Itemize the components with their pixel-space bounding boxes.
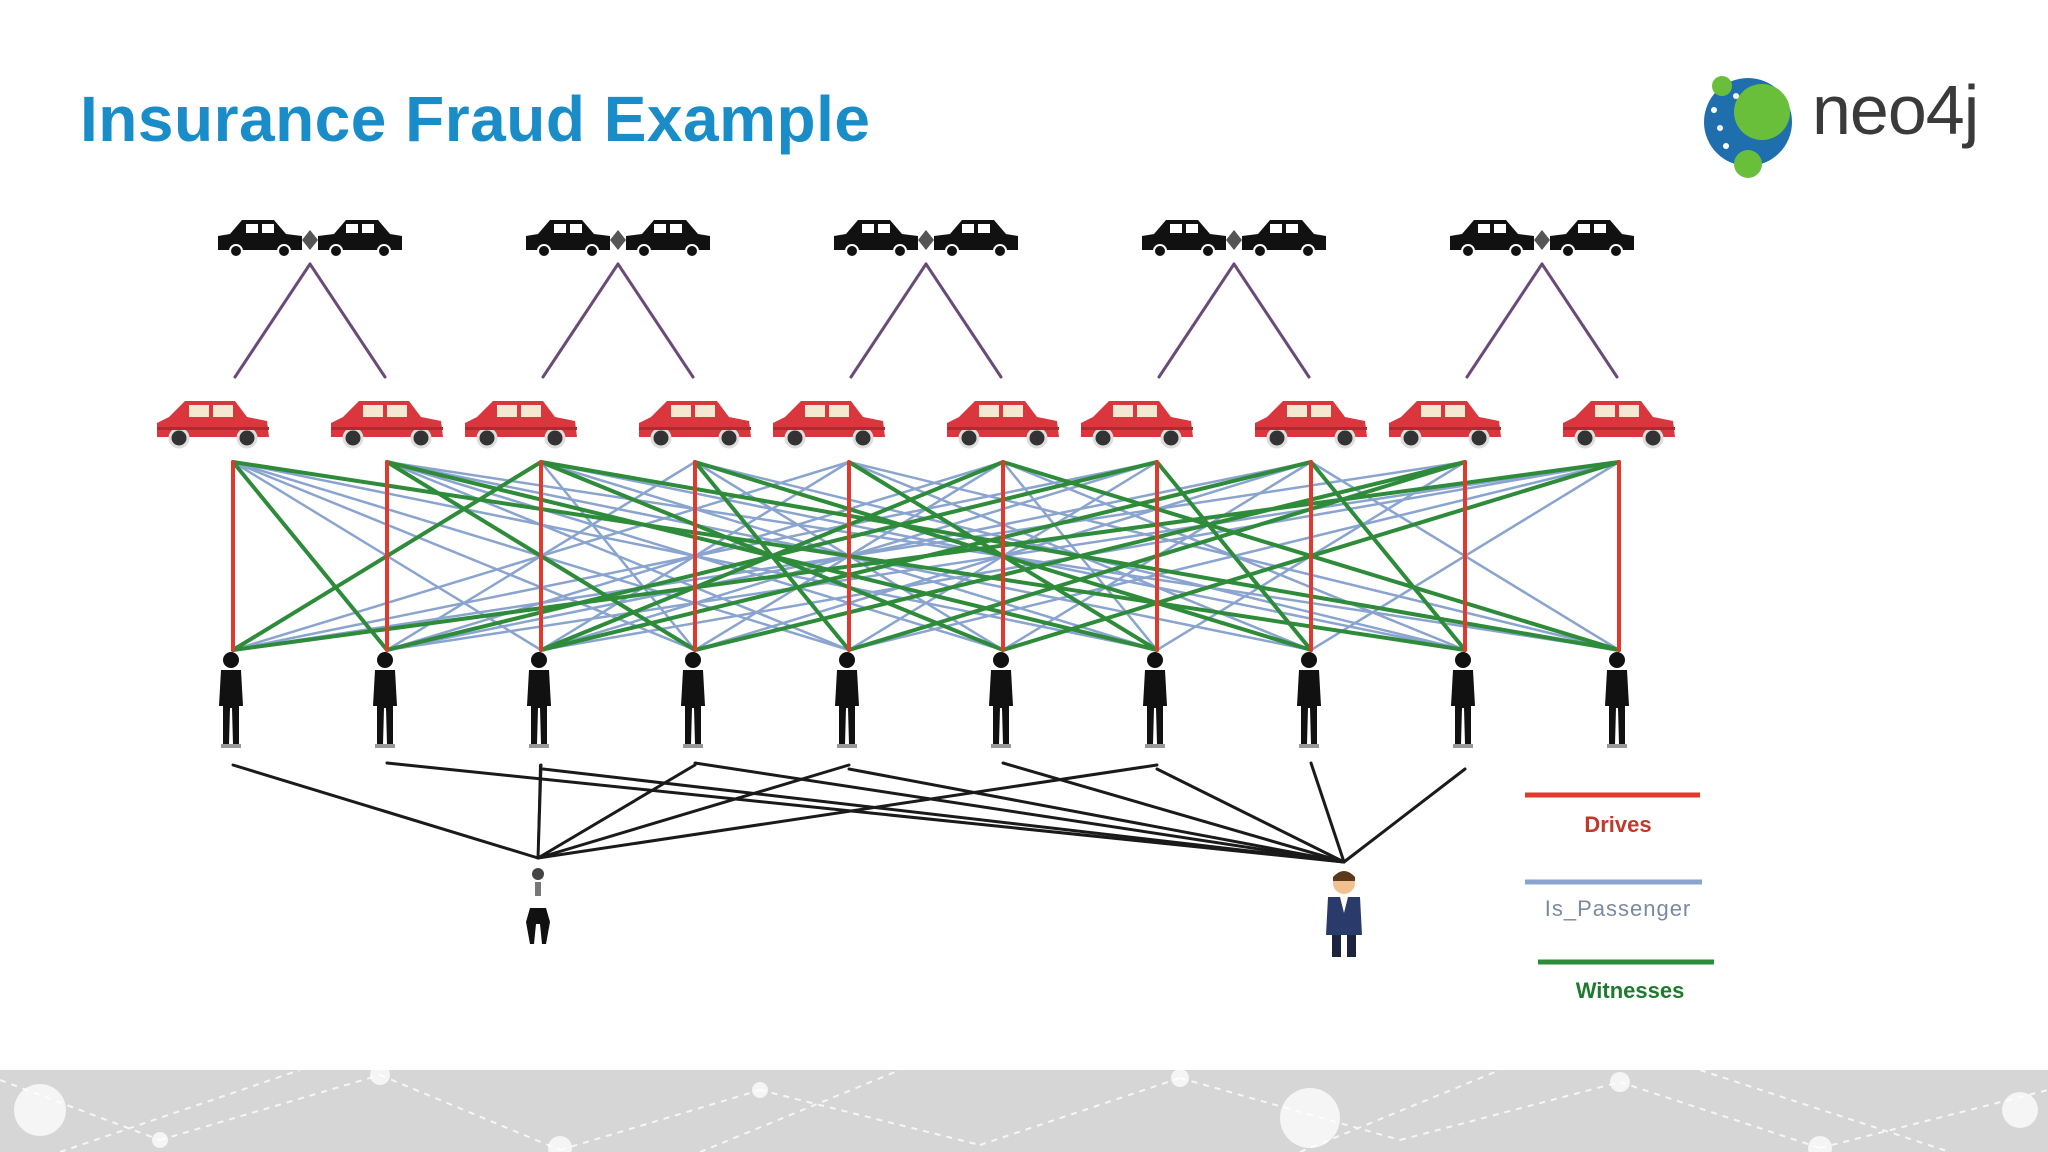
accident-link (1232, 262, 1311, 379)
accident-link (1540, 262, 1619, 379)
accident-links (233, 262, 1619, 379)
doctor-patient-edge (847, 767, 1346, 864)
person-icon (373, 652, 397, 748)
footer-decoration (0, 1070, 2048, 1152)
neo4j-logo: neo4j (1700, 66, 2000, 178)
witnesses-edge (385, 460, 1159, 652)
accident-icon (525, 219, 711, 258)
doctor-patient-edge (1155, 767, 1346, 864)
person-icon (1297, 652, 1321, 748)
slide-title: Insurance Fraud Example (80, 83, 871, 155)
witnesses-edges (231, 460, 1621, 652)
person-icon (1605, 652, 1629, 748)
logo-text: neo4j (1812, 71, 1979, 149)
witnesses-edge (1155, 460, 1313, 652)
doctor-patient-edge (1001, 761, 1346, 864)
accident-icon (1141, 219, 1327, 258)
lawyer-client-edge (536, 763, 851, 860)
professional-links (231, 761, 1467, 864)
car-icon (463, 399, 579, 449)
doctor-patient-edge (385, 761, 1346, 864)
drives-edges (231, 460, 1621, 652)
accident-link (308, 262, 387, 379)
legend-passenger-label: Is_Passenger (1544, 896, 1692, 921)
accident-link (1157, 262, 1236, 379)
legend-drives-label: Drives (1584, 812, 1652, 837)
legend-witnesses-label: Witnesses (1575, 978, 1685, 1003)
witnesses-edge (539, 460, 1313, 652)
lawyer-icon (526, 868, 550, 944)
car-icon (1253, 399, 1369, 449)
accident-link (849, 262, 928, 379)
person-icon (527, 652, 551, 748)
car-icon (945, 399, 1061, 449)
accident-link (924, 262, 1003, 379)
accident-icon (217, 219, 403, 258)
witnesses-edge (231, 460, 389, 652)
person-icon (835, 652, 859, 748)
car-icon (637, 399, 753, 449)
accident-icon (1449, 219, 1635, 258)
doctor-patient-edge (541, 767, 1346, 864)
accident-icon (833, 219, 1019, 258)
car-icon (155, 399, 271, 449)
person-icon (989, 652, 1013, 748)
legend (1525, 792, 1714, 965)
witnesses-edge (539, 460, 1621, 652)
neo4j-logo-icon (1704, 76, 1792, 178)
accident-link (233, 262, 312, 379)
person-icon (219, 652, 243, 748)
car-icon (329, 399, 445, 449)
person-icon (1143, 652, 1167, 748)
doctor-patient-edge (693, 761, 1346, 864)
doctor-patient-edge (1309, 761, 1346, 864)
is-passenger-edge (385, 460, 851, 652)
lawyer-client-edge (536, 763, 697, 860)
car-icon (1561, 399, 1677, 449)
footer-network-pattern (0, 1070, 2048, 1152)
is-passenger-edge (231, 460, 697, 652)
doctor-patient-edge (1342, 767, 1467, 864)
car-icon (1079, 399, 1195, 449)
car-icon (1387, 399, 1503, 449)
doctor-icon (1326, 871, 1362, 957)
lawyer-stem (537, 764, 541, 849)
accident-link (1465, 262, 1544, 379)
person-icon (1451, 652, 1475, 748)
car-icon (771, 399, 887, 449)
lawyer-client-edge (231, 763, 540, 860)
accident-link (541, 262, 620, 379)
person-icon (681, 652, 705, 748)
accident-link (616, 262, 695, 379)
